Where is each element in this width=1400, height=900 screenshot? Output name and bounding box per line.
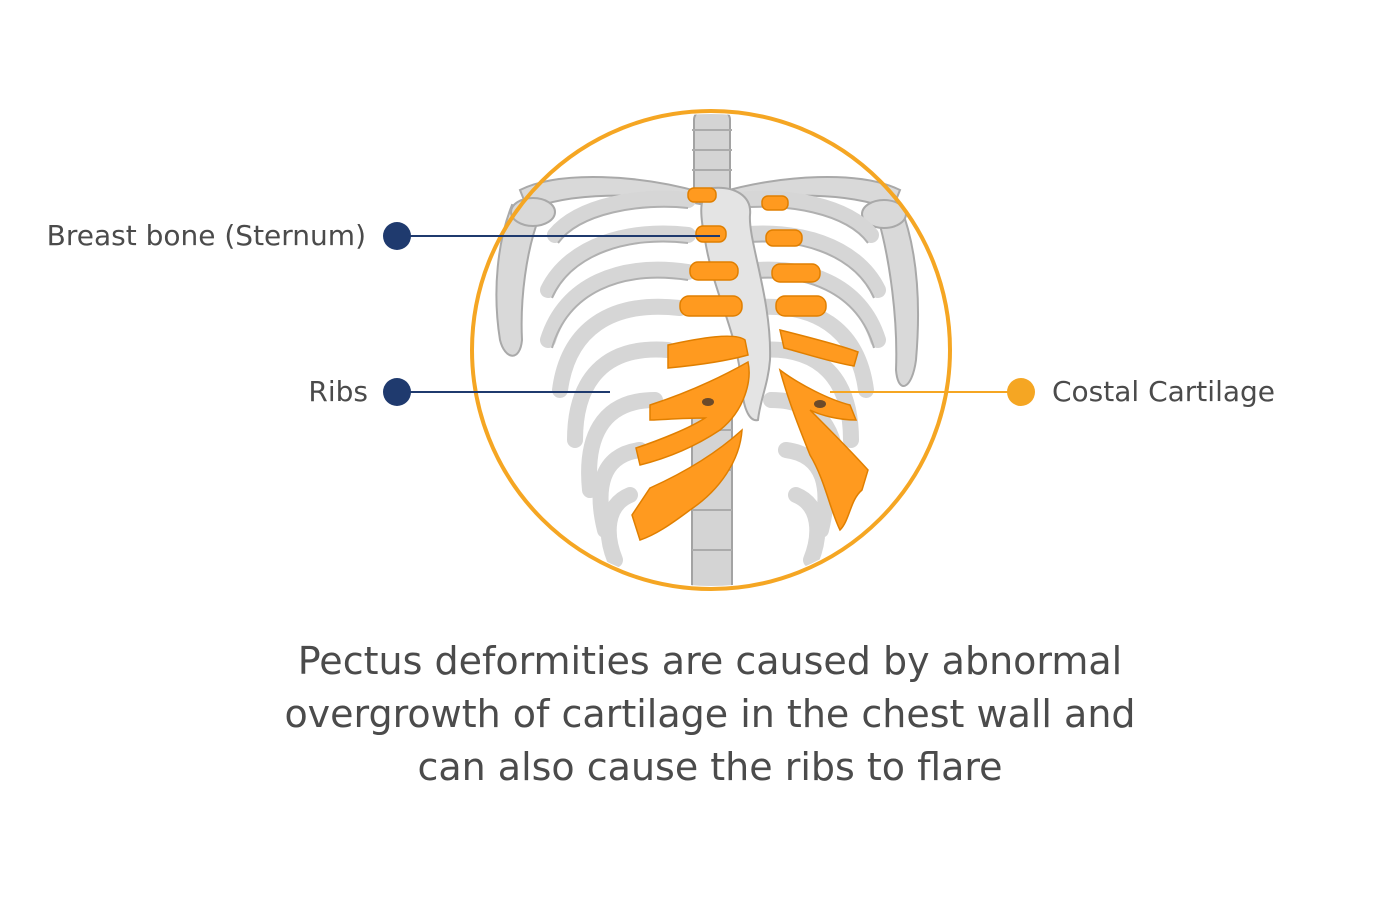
sternum-marker-dot: [383, 222, 411, 250]
caption-line-3: can also cause the ribs to flare: [160, 741, 1260, 794]
caption-line-2: overgrowth of cartilage in the chest wal…: [160, 688, 1260, 741]
costal-cartilage-label: Costal Cartilage: [1052, 375, 1275, 409]
ribs-marker-dot: [383, 378, 411, 406]
ribs-label: Ribs: [308, 375, 368, 409]
caption: Pectus deformities are caused by abnorma…: [160, 635, 1260, 794]
cartilage-marker-dot: [1007, 378, 1035, 406]
sternum-label: Breast bone (Sternum): [47, 219, 366, 253]
caption-line-1: Pectus deformities are caused by abnorma…: [160, 635, 1260, 688]
skeleton-illustration: [496, 110, 918, 600]
